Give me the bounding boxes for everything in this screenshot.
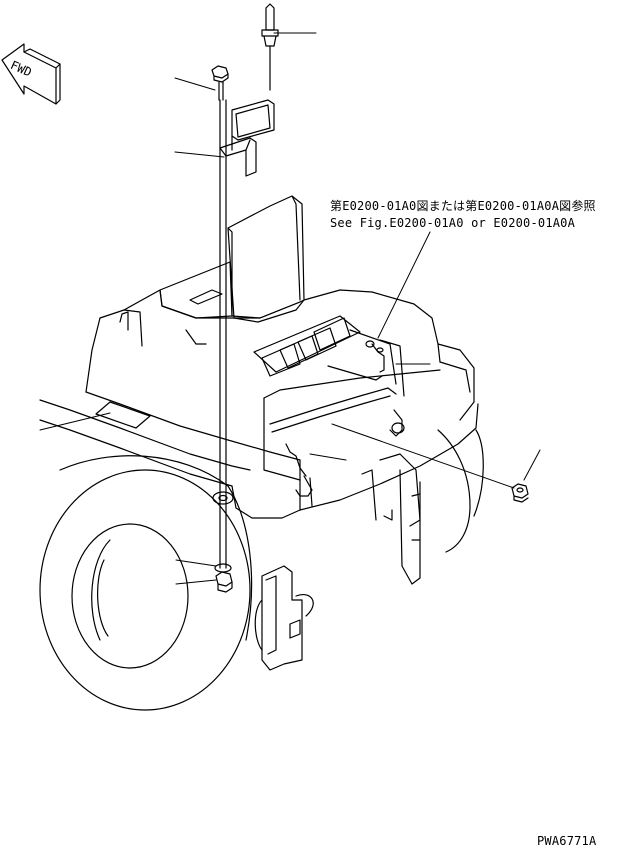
forward-arrow-icon: [1, 43, 61, 105]
bolt-top: [211, 65, 229, 101]
machine-body: [39, 289, 479, 585]
reference-note-japanese: 第E0200-01A0図または第E0200-01A0A図参照: [330, 199, 596, 213]
antenna-mast: [219, 99, 227, 569]
right-wheel: [437, 429, 484, 553]
operator-seat: [159, 195, 305, 323]
antenna-bracket: [219, 99, 275, 177]
drawing-code: PWA6771A: [537, 834, 597, 848]
rear-wheel: [39, 455, 253, 711]
reference-note-english: See Fig.E0200-01A0 or E0200-01A0A: [330, 216, 576, 230]
rear-hitch-plate: [254, 565, 314, 671]
cable-nut: [511, 483, 529, 503]
washer-and-nut: [212, 491, 234, 593]
leader-lines: [39, 32, 541, 585]
antenna-pin: [261, 3, 279, 91]
